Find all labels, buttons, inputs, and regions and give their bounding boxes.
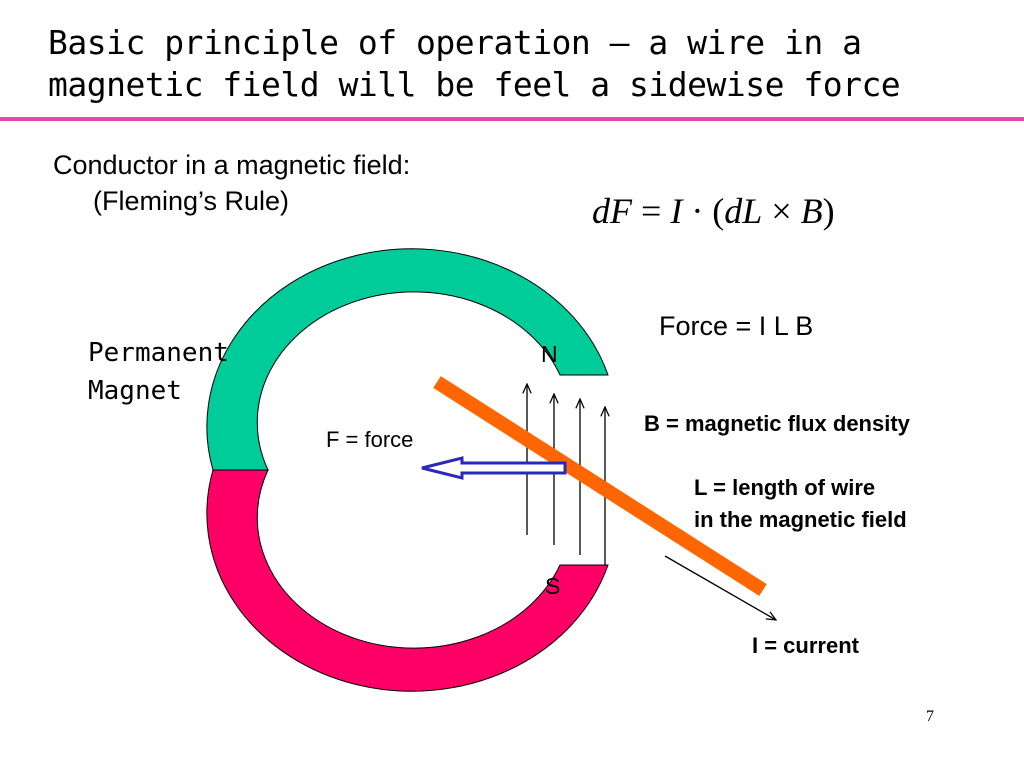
wire: [433, 376, 767, 596]
north-pole-label: N: [541, 341, 558, 367]
title-line-1: Basic principle of operation – a wire in…: [48, 23, 862, 62]
force-equation-text: Force = I L B: [659, 311, 814, 341]
length-label: L = length of wire in the magnetic field: [694, 472, 907, 536]
magnet-label-line-2: Magnet: [88, 376, 182, 406]
length-label-line-2: in the magnetic field: [694, 507, 907, 532]
eq-equals: =: [632, 191, 671, 231]
magnet-label-line-1: Permanent: [88, 338, 229, 368]
force-label: F = force: [326, 427, 414, 452]
magnet-north-half: [206, 248, 609, 471]
magnet-south-half: [206, 469, 609, 692]
eq-current: I: [670, 191, 683, 231]
eq-b: B: [800, 191, 823, 231]
eq-df: dF: [592, 191, 632, 231]
subtitle: Conductor in a magnetic field: (Fleming’…: [53, 147, 410, 219]
south-pole-label: S: [545, 573, 561, 599]
eq-cross: ×: [762, 191, 801, 231]
current-arrow: [664, 555, 776, 620]
current-label: I = current: [752, 633, 859, 658]
force-arrow: [421, 456, 567, 480]
length-label-line-1: L = length of wire: [694, 475, 876, 500]
magnet-label: Permanent Magnet: [88, 334, 229, 410]
subtitle-line-2: (Fleming’s Rule): [93, 186, 290, 216]
eq-dot: · (: [682, 191, 725, 231]
eq-dl: dL: [724, 191, 763, 231]
page-number: 7: [926, 708, 934, 725]
force-equation-formula: dF = I · (dL × B): [592, 190, 835, 232]
eq-close: ): [822, 191, 835, 231]
subtitle-line-1: Conductor in a magnetic field:: [53, 150, 411, 180]
title-divider: [0, 117, 1024, 121]
title-line-2: magnetic field will be feel a sidewise f…: [48, 65, 901, 104]
slide-title: Basic principle of operation – a wire in…: [48, 22, 988, 106]
flux-density-label: B = magnetic flux density: [644, 411, 910, 436]
